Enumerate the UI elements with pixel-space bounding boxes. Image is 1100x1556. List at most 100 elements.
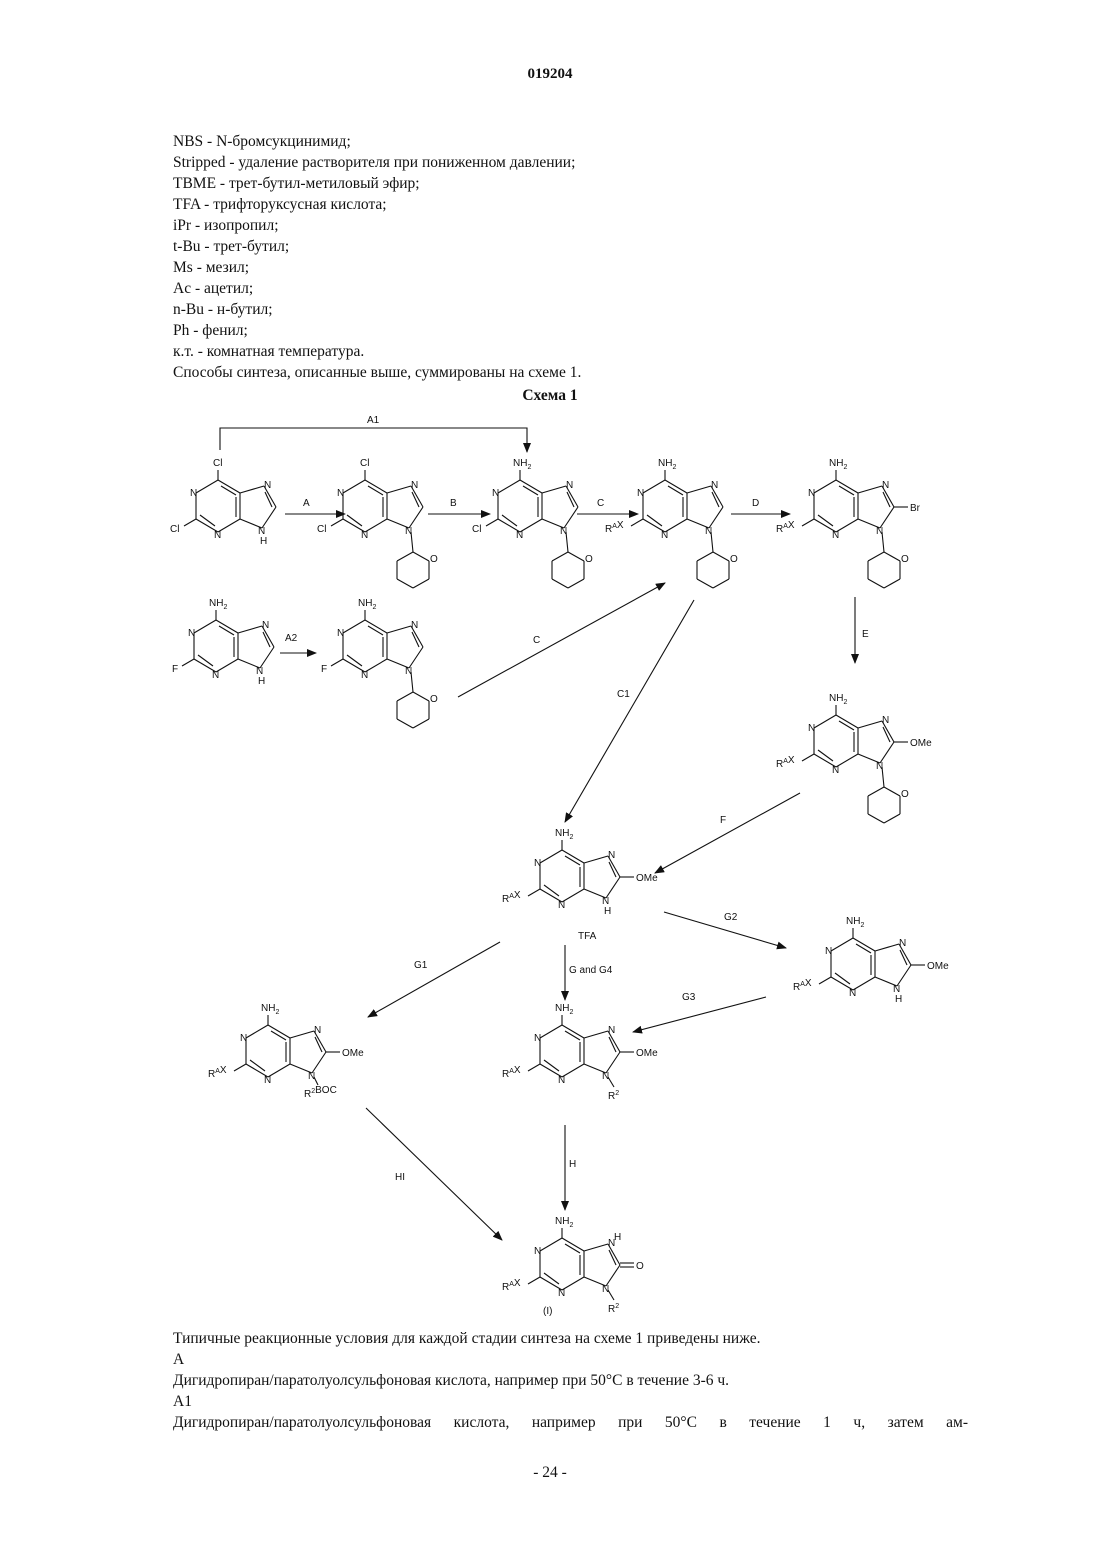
methoxy-group: OMe: [910, 738, 932, 749]
bond: [218, 519, 240, 532]
bond: [665, 519, 687, 532]
substituent-rax: RAX: [776, 520, 795, 535]
substituent-rax: RAX: [208, 1065, 227, 1080]
bond: [647, 515, 662, 526]
bond: [884, 552, 900, 561]
bond: [584, 1244, 608, 1251]
oxygen-atom: O: [585, 554, 593, 565]
bond: [343, 480, 365, 493]
oxygen-atom: O: [430, 554, 438, 565]
bond: [856, 944, 871, 953]
amino-group: NH2: [829, 458, 847, 471]
substituent-rax: RAX: [793, 978, 812, 993]
bond: [219, 626, 234, 635]
bond: [565, 1031, 580, 1040]
nitrogen-atom: N: [560, 526, 567, 537]
nitrogen-atom: N: [899, 938, 906, 949]
molecule-structures: [182, 470, 925, 1300]
substituent-rax: RAX: [776, 755, 795, 770]
bond: [868, 814, 884, 823]
bond: [818, 515, 833, 526]
bond: [528, 889, 540, 896]
step-label-f: F: [720, 815, 726, 826]
bond: [343, 620, 365, 633]
nitrogen-atom: N: [876, 526, 883, 537]
bond: [409, 507, 423, 528]
nitrogen-atom: N: [262, 620, 269, 631]
chlorine-atom: Cl: [472, 524, 481, 535]
bond: [540, 1025, 562, 1038]
bond: [347, 515, 362, 526]
bond: [528, 1277, 540, 1284]
bond: [246, 1025, 268, 1038]
methoxy-group: OMe: [636, 873, 658, 884]
bond: [880, 742, 894, 763]
nitrogen-atom: N: [264, 1075, 271, 1086]
bond: [839, 721, 854, 730]
nitrogen-atom: N: [566, 480, 573, 491]
bond: [397, 719, 413, 728]
step-label-g2: G2: [724, 912, 738, 923]
amino-group: NH2: [658, 458, 676, 471]
methoxy-group: OMe: [927, 961, 949, 972]
bond: [562, 1064, 584, 1077]
nitrogen-atom: N: [882, 715, 889, 726]
nitrogen-atom: N: [808, 723, 815, 734]
step-label-c-lower: C: [533, 635, 540, 646]
bond: [198, 655, 213, 666]
bond: [875, 944, 899, 951]
substituent-rax: RAX: [605, 520, 624, 535]
conditions-intro: Типичные реакционные условия для каждой …: [173, 1328, 973, 1349]
chlorine-atom: Cl: [170, 524, 179, 535]
substituent-r2: R2: [608, 1303, 619, 1315]
nitrogen-atom: N: [558, 900, 565, 911]
step-a-heading: A: [173, 1349, 973, 1370]
arrow-g1: [368, 942, 500, 1017]
bond: [897, 965, 911, 986]
bond: [520, 519, 542, 532]
bond: [413, 579, 429, 588]
step-label-g3: G3: [682, 992, 696, 1003]
substituent-rax: RAX: [502, 890, 521, 905]
bond: [697, 552, 713, 561]
bond: [347, 655, 362, 666]
nitrogen-atom: N: [849, 988, 856, 999]
bond: [562, 889, 584, 902]
bond: [216, 659, 238, 672]
atom-labels: NNNNClClHNNNNClClONNNNNH2ClONNNNNH2RAXON…: [170, 458, 949, 1317]
substituent-r2-boc: R2BOC: [304, 1085, 337, 1100]
nitrogen-atom: N: [405, 666, 412, 677]
step-a-conditions: Дигидропиран/паратолуолсульфоновая кисло…: [173, 1370, 973, 1391]
hydrogen-atom: H: [260, 536, 267, 547]
amino-group: NH2: [555, 1216, 573, 1229]
bond: [409, 647, 423, 668]
nitrogen-atom: N: [314, 1025, 321, 1036]
nitrogen-atom: N: [516, 530, 523, 541]
nitrogen-atom: N: [411, 480, 418, 491]
bond: [606, 877, 620, 898]
arrow-a1: [220, 428, 527, 452]
bond: [884, 814, 900, 823]
bond: [262, 507, 276, 528]
bond: [568, 552, 584, 561]
step-label-g-and-g4: G and G4: [569, 965, 613, 976]
nitrogen-atom: N: [405, 526, 412, 537]
bond: [858, 486, 882, 493]
bond: [544, 1273, 559, 1284]
step-label-d: D: [752, 498, 759, 509]
bond: [540, 850, 562, 863]
bond: [184, 519, 196, 526]
fluorine-atom: F: [321, 664, 327, 675]
bond: [839, 486, 854, 495]
step-label-e: E: [862, 629, 869, 640]
nitrogen-atom: N: [808, 488, 815, 499]
substituent-r2: R2: [608, 1090, 619, 1102]
oxygen-atom: O: [730, 554, 738, 565]
bond: [200, 515, 215, 526]
bond: [868, 579, 884, 588]
step-label-c1: C1: [617, 689, 630, 700]
arrow-g3: [633, 997, 766, 1032]
nitrogen-atom: N: [608, 1025, 615, 1036]
chlorine-atom: Cl: [317, 524, 326, 535]
substituent-rax: RAX: [502, 1065, 521, 1080]
